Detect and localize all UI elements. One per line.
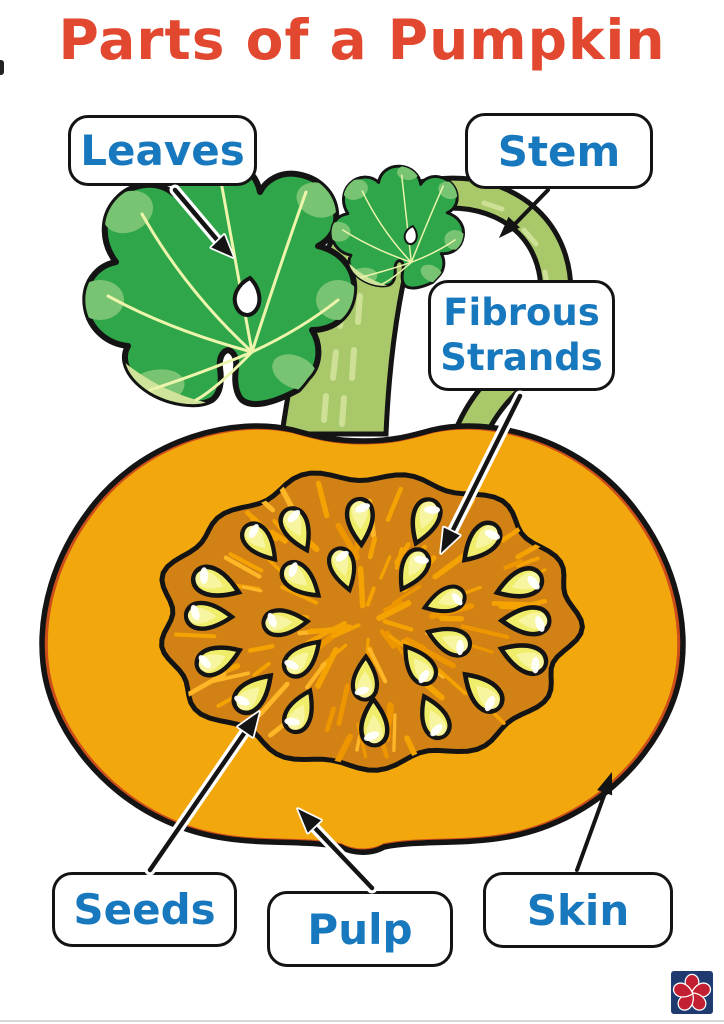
- label-pulp: Pulp: [267, 891, 453, 967]
- seed: [403, 643, 439, 687]
- seed: [326, 546, 357, 594]
- label-leaves-text: Leaves: [80, 126, 245, 175]
- seed: [462, 671, 505, 714]
- seed: [410, 497, 443, 547]
- seed: [359, 695, 390, 748]
- seed: [424, 626, 473, 658]
- seed: [190, 564, 243, 598]
- label-seeds: Seeds: [52, 872, 237, 947]
- seed: [344, 496, 375, 549]
- label-skin: Skin: [483, 872, 673, 948]
- seed: [497, 643, 549, 677]
- seed: [278, 506, 311, 554]
- publisher-logo: [670, 970, 714, 1020]
- seed: [398, 547, 432, 593]
- label-fibrous-line2: Strands: [440, 335, 603, 379]
- seed: [419, 693, 452, 740]
- label-pulp-text: Pulp: [307, 904, 413, 954]
- seed: [282, 687, 314, 734]
- seed: [497, 605, 552, 637]
- label-leaves: Leaves: [68, 115, 257, 186]
- seed: [239, 521, 278, 563]
- label-skin-text: Skin: [526, 885, 630, 935]
- page-title: Parts of a Pumpkin: [58, 8, 666, 72]
- scan-artifact-line: [0, 1020, 724, 1022]
- label-stem-text: Stem: [497, 126, 621, 176]
- seed: [183, 600, 236, 631]
- label-fibrous-line1: Fibrous: [443, 291, 600, 335]
- seed: [421, 584, 467, 614]
- scan-edge-mark: [0, 60, 4, 75]
- label-fibrous-strands: Fibrous Strands: [428, 280, 615, 391]
- label-stem: Stem: [465, 113, 653, 189]
- label-seeds-text: Seeds: [73, 885, 216, 934]
- seed: [261, 608, 312, 638]
- seed: [281, 639, 322, 679]
- flower-logo-icon: [671, 971, 713, 1014]
- seed: [350, 653, 380, 702]
- seed: [194, 645, 244, 678]
- seed: [493, 565, 545, 599]
- seeds-graphic: [183, 496, 552, 748]
- seed: [231, 672, 274, 716]
- seed: [279, 559, 322, 598]
